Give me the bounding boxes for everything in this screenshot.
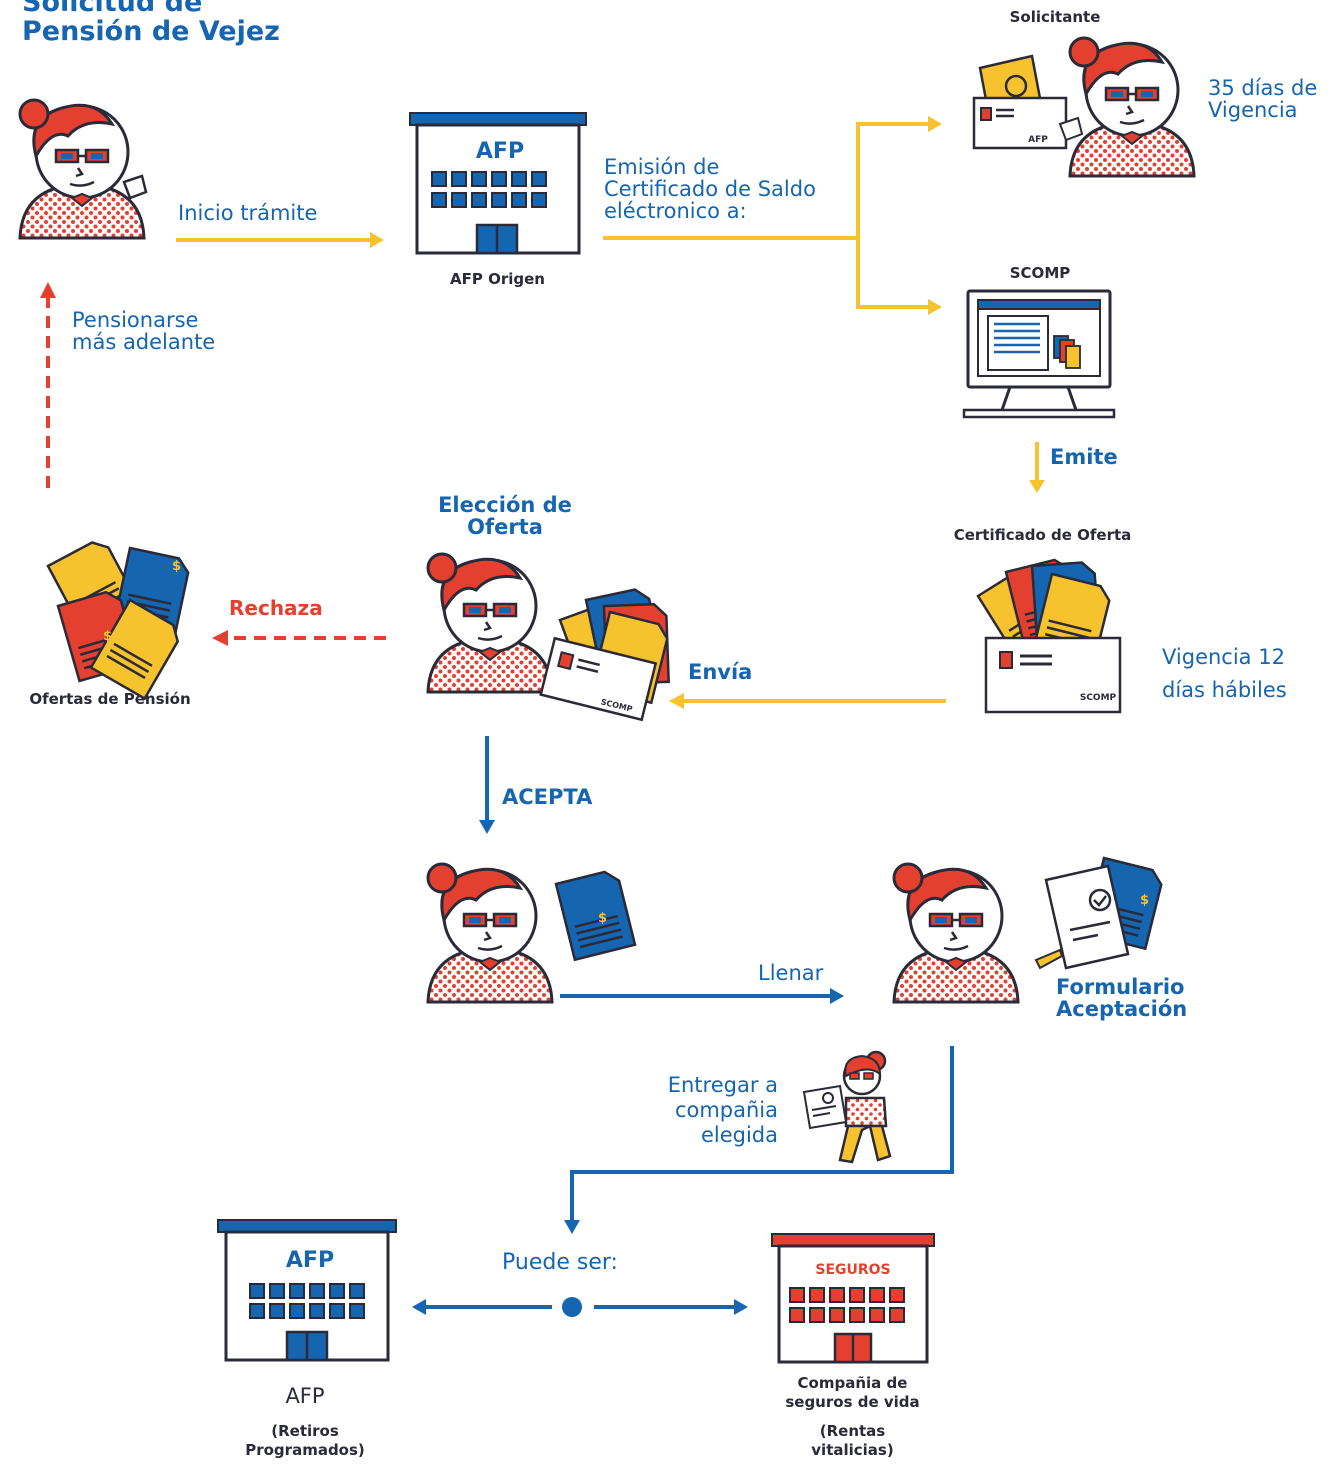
afp-final-label: AFP [285,1384,325,1408]
arrow-acepta [479,736,495,834]
certificado-oferta-envelope-icon [976,555,1122,714]
llenar-label: Llenar [758,961,824,985]
scomp-label: SCOMP [1009,264,1071,282]
emite-label: Emite [1050,445,1118,469]
ofertas-pension-documents-icon [46,535,192,700]
compania-seguros-label: Compañia de seguros de vida [785,1374,920,1411]
retiros-programados-label: (Retiros Programados) [245,1422,365,1459]
arrow-pensionarse-mas-adelante [40,282,56,488]
afp-origen-label: AFP Origen [450,270,545,288]
arrow-envia [669,693,946,709]
arrow-puede-ser-split [412,1297,748,1317]
afp-origen-building-icon [409,112,587,255]
dollar-sign-blue: $ [172,559,181,574]
arrow-entregar-compania [564,1046,954,1234]
dollar-sign-formulario: $ [1140,893,1149,908]
vigencia-35-label: 35 días de Vigencia [1208,76,1318,122]
solicitante-label: Solicitante [1009,8,1101,26]
arrow-emite [1029,442,1045,493]
afp-envelope-text: AFP [1028,135,1048,145]
dollar-sign-acepta: $ [598,911,607,926]
eleccion-oferta-label: Elección de Oferta [438,493,572,539]
solicitante-person-illustration [18,98,148,240]
eleccion-oferta-person-illustration [426,552,672,722]
envia-label: Envía [688,660,753,684]
certificado-oferta-label: Certificado de Oferta [953,526,1132,544]
scomp-computer-icon [962,289,1116,419]
formulario-person-illustration [892,856,1166,1004]
puede-ser-label: Puede ser: [502,1250,618,1275]
acepta-label: ACEPTA [502,785,593,809]
acepta-person-illustration [426,862,637,1004]
afp-final-building-icon [217,1219,397,1362]
inicio-tramite-label: Inicio trámite [178,201,318,225]
emision-label: Emisión de Certificado de Saldo eléctron… [604,155,816,223]
arrow-emision-branch [603,116,942,315]
arrow-llenar [560,988,844,1004]
afp-final-building-text: AFP [286,1248,334,1273]
solicitante-envelope-illustration [972,36,1196,178]
dollar-sign-red: $ [103,629,112,644]
seguros-building-text: SEGUROS [815,1262,890,1278]
afp-building-text: AFP [476,139,524,164]
pensionarse-label: Pensionarse más adelante [72,308,216,354]
ofertas-pension-label: Ofertas de Pensión [29,690,191,708]
arrow-rechaza [212,630,386,646]
seguros-building-icon [771,1233,935,1364]
rentas-vitalicias-label: (Rentas vitalicias) [811,1422,894,1459]
vigencia-12-label: Vigencia 12 días hábiles [1162,645,1287,702]
formulario-aceptacion-label: Formulario Aceptación [1056,975,1188,1021]
entregar-label: Entregar a compañia elegida [667,1073,778,1147]
arrow-inicio-tramite [176,232,384,248]
diagram-title: Solicitud de Pensión de Vejez [22,0,280,47]
scomp-envelope-text-2: SCOMP [1080,693,1117,703]
rechaza-label: Rechaza [229,596,323,620]
walking-person-illustration [802,1050,892,1164]
